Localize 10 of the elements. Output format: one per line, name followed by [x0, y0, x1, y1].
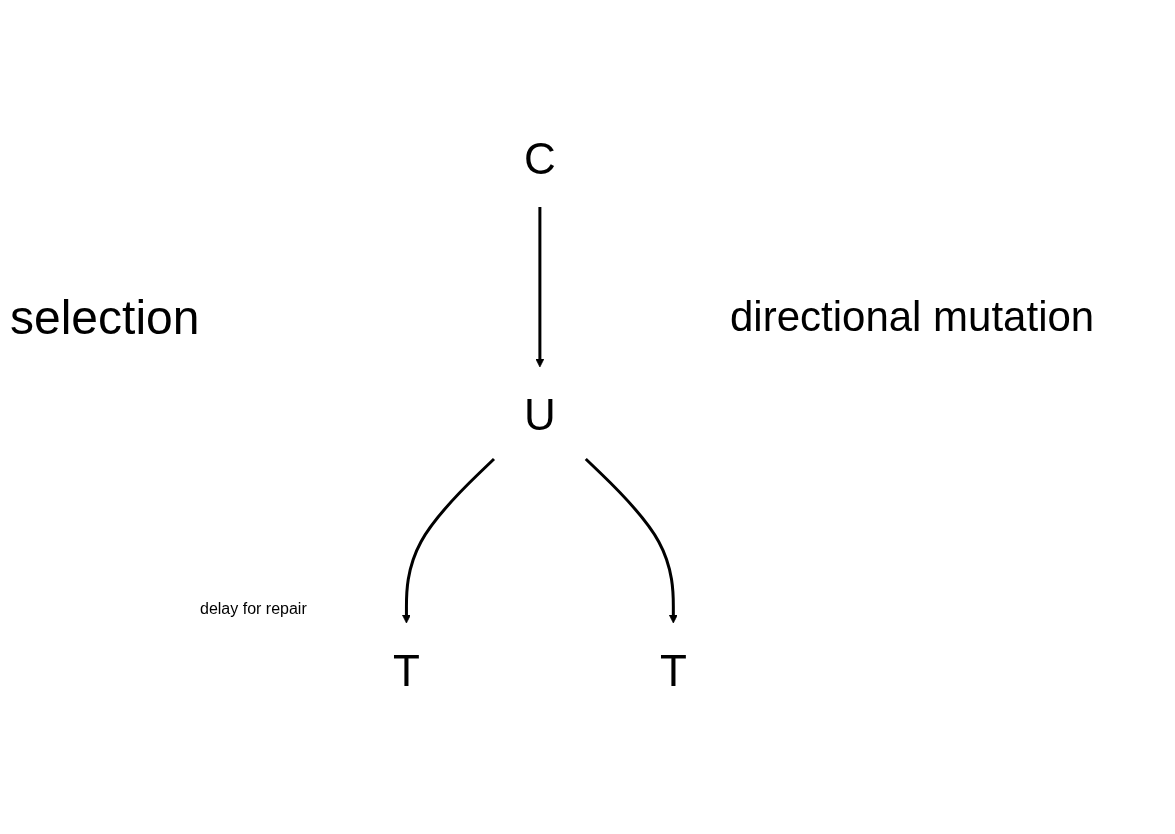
arrow: [402, 457, 496, 624]
node-text: C: [524, 134, 556, 183]
node-text: U: [524, 390, 556, 439]
pathway-label: directional mutation: [730, 293, 1095, 341]
annotation-note: delay for repair: [200, 600, 307, 618]
node-text: T: [660, 646, 687, 695]
node-text: T: [393, 646, 420, 695]
pathway-label: selection: [10, 290, 200, 345]
arrow: [584, 457, 678, 624]
arrow: [535, 207, 545, 368]
